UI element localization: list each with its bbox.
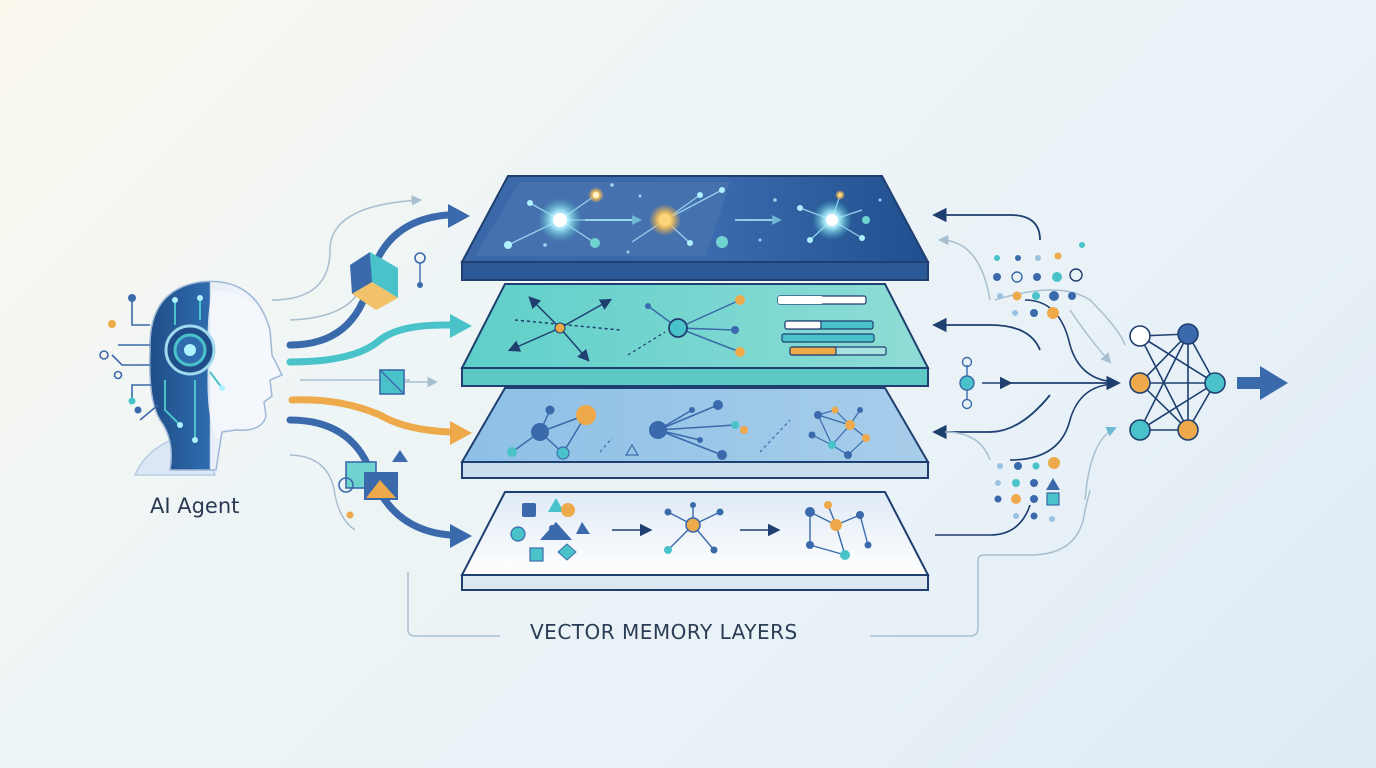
memory-layer-1 [460,175,930,281]
ai-agent-label: AI Agent [150,494,240,518]
data-shape-icons [338,252,426,519]
embedding-dot-grid-top [993,242,1085,319]
vector-memory-layers-label: VECTOR MEMORY LAYERS [530,620,798,644]
output-network-icon [1129,323,1226,441]
embedding-dot-grid-bottom [994,457,1060,522]
layer-2-vectors [507,296,621,362]
output-arrow-icon [1237,366,1288,400]
layer-4-shapes [510,498,590,562]
memory-layer-4 [460,491,930,591]
layer-2-bars [777,295,887,356]
retrieval-flow-lines [407,207,1126,637]
memory-layer-3 [460,387,930,479]
ai-agent-head-icon [99,280,284,476]
memory-layer-2 [460,283,930,387]
